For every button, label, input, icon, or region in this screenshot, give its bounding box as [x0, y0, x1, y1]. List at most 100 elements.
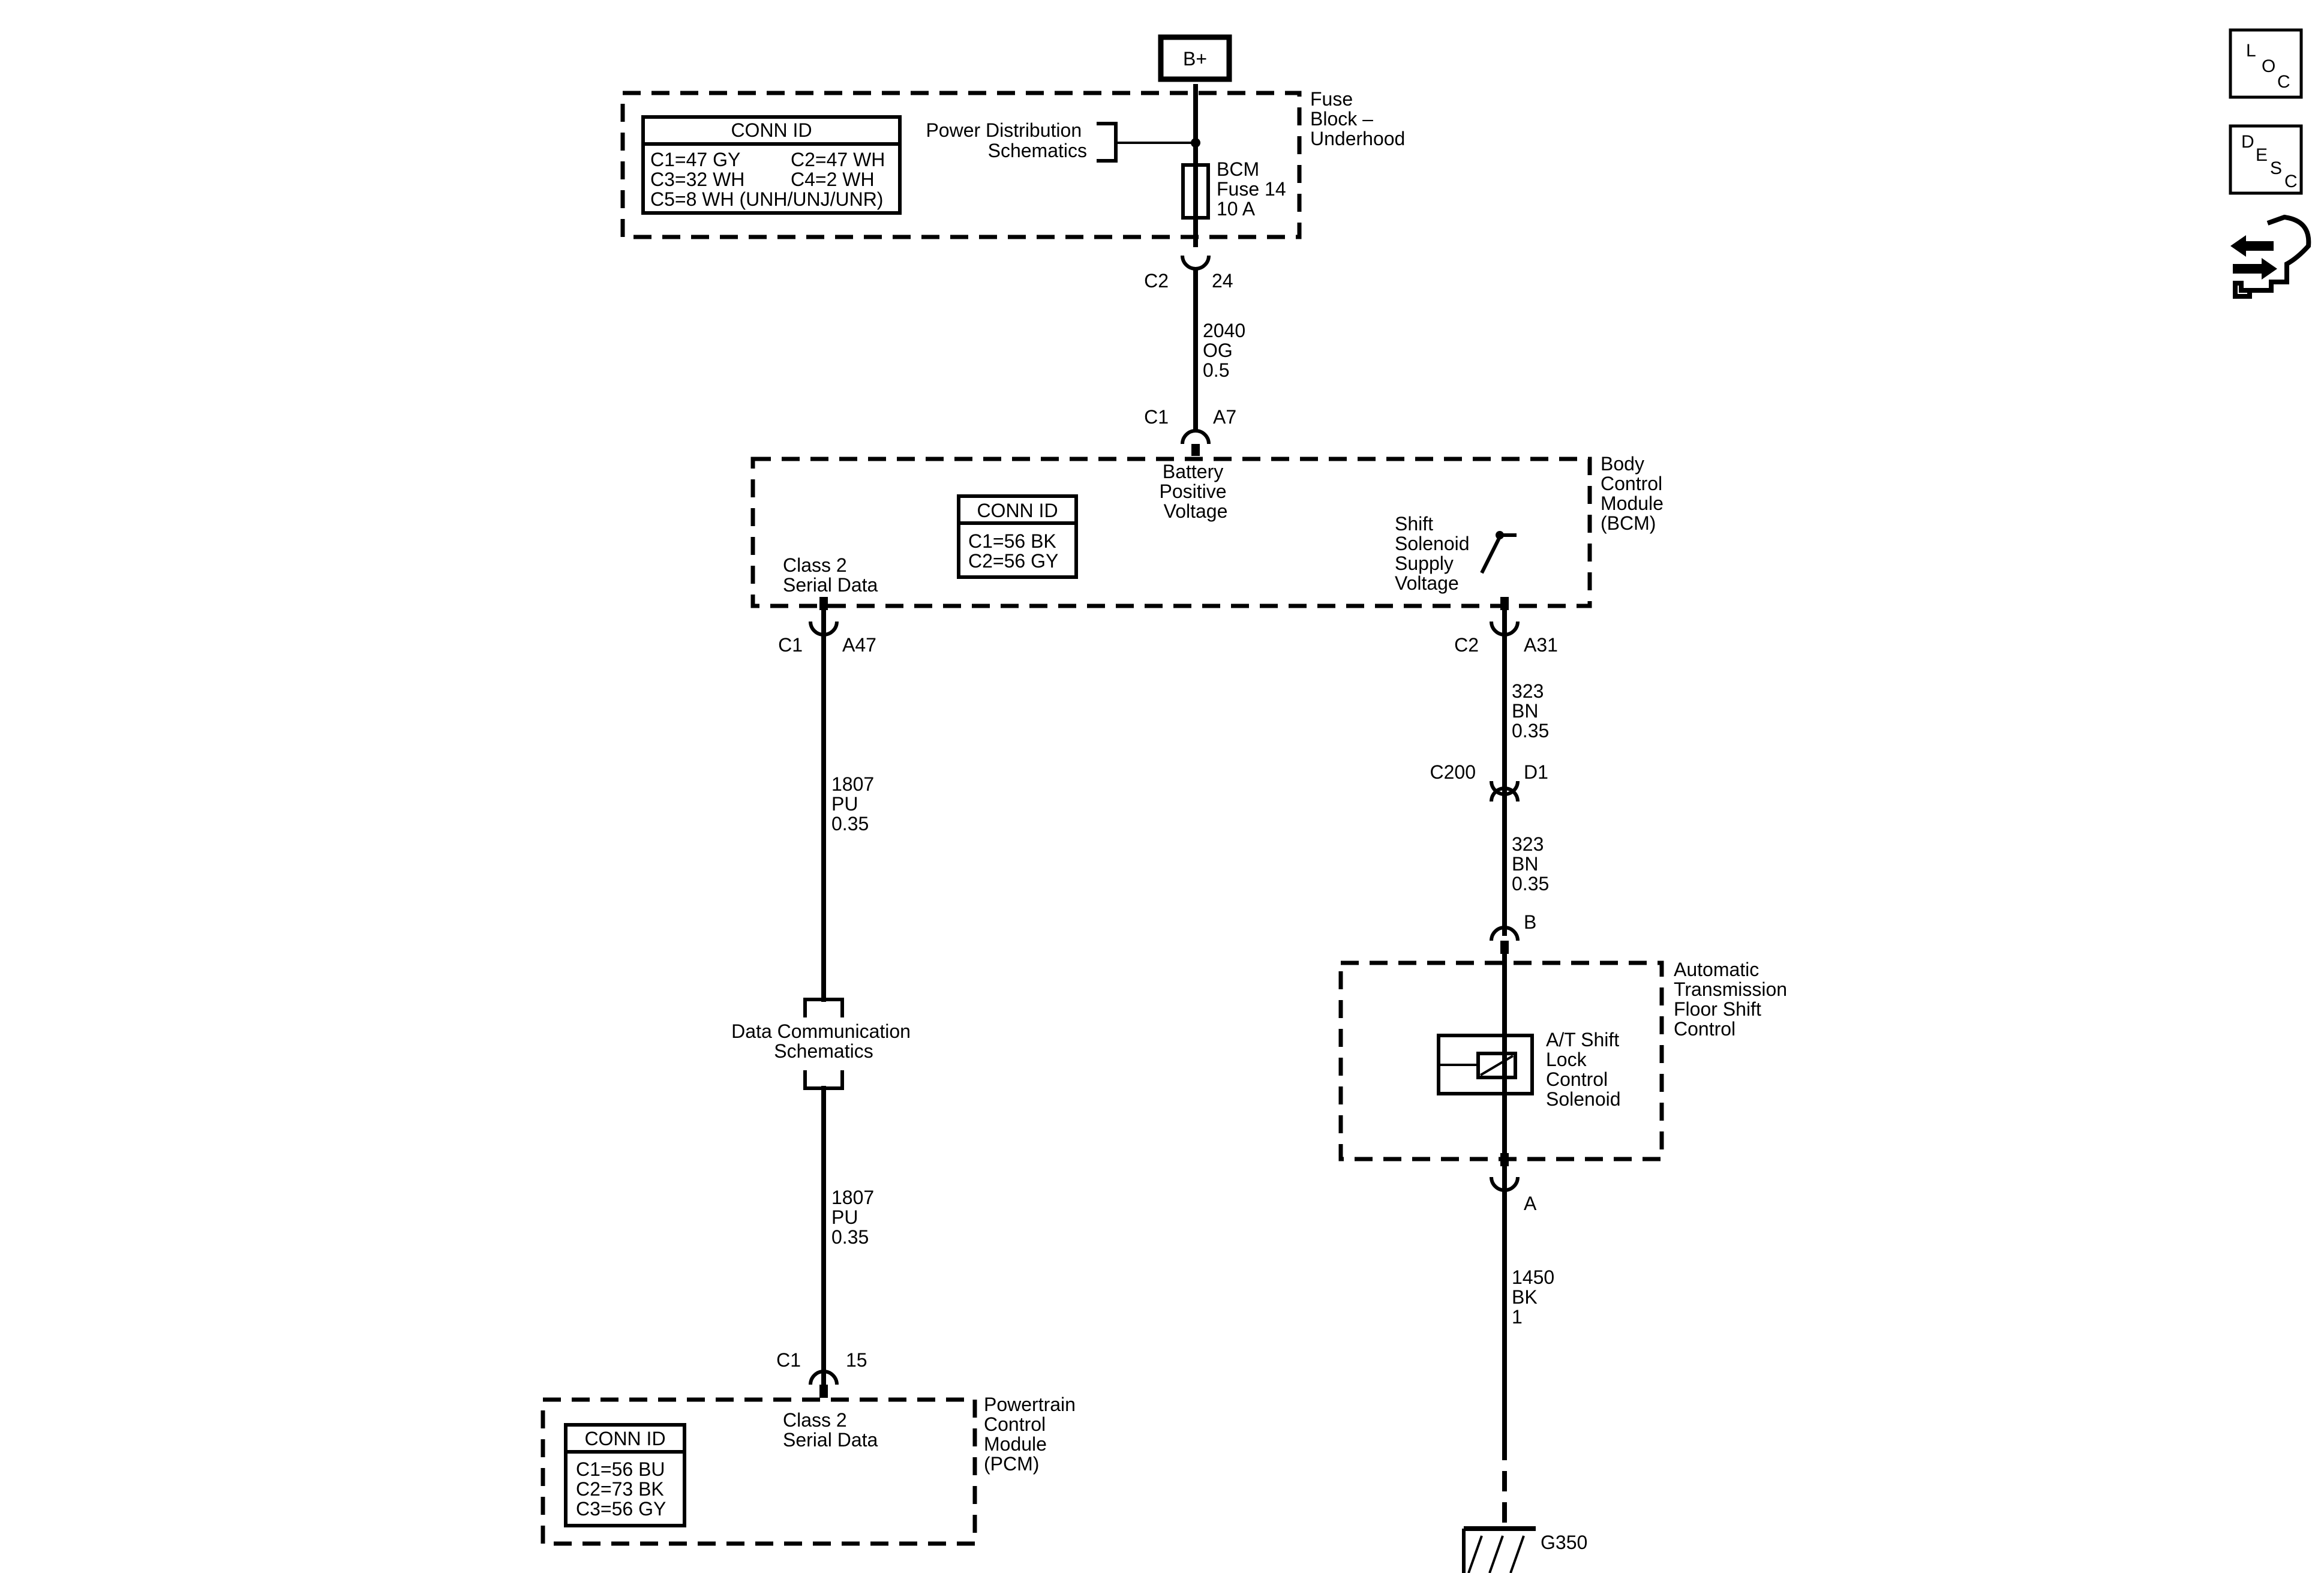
connector-c1-a47-symbol [809, 621, 839, 637]
data-comm-bracket-bottom [803, 1070, 844, 1090]
bcm-conn-id-table: CONN ID C1=56 BK C2=56 GY [957, 494, 1078, 579]
wire-1807-bottom-label: 1807 PU 0.35 [831, 1187, 879, 1248]
connector-c200-right: D1 [1524, 761, 1548, 783]
data-communication-label: Data Communication Schematics [731, 1020, 916, 1062]
conn-id-c4: C4=2 WH [791, 169, 875, 190]
bplus-label: B+ [1183, 48, 1207, 70]
connector-c1-15: C1 15 [776, 1349, 867, 1398]
conn-id-frame [641, 115, 902, 215]
connector-c200-bottom-symbol [1490, 786, 1520, 802]
connector-c2-a31-right: A31 [1524, 634, 1558, 656]
connector-b-label: B [1524, 911, 1536, 933]
wire-323-bottom-label: 323 BN 0.35 [1512, 833, 1549, 894]
automatic-transmission-floor-shift-control: Automatic Transmission Floor Shift Contr… [1338, 959, 1792, 1166]
conn-id-c2: C2=47 WH [791, 149, 885, 170]
desc-letter-s: S [2270, 158, 2282, 178]
connector-b: B [1490, 911, 1536, 954]
bcm-class2-serial-data: Class 2 Serial Data [783, 554, 878, 596]
power-distribution-label: Power Distribution Schematics [926, 119, 1087, 161]
desc-icon-frame [2229, 124, 2303, 195]
pcm-conn-id-title: CONN ID [584, 1428, 665, 1449]
switch-arm [1480, 536, 1502, 574]
power-distribution-bracket [1097, 122, 1118, 163]
solenoid-coil [1476, 1052, 1517, 1079]
conn-id-c1: C1=47 GY [650, 149, 740, 170]
solenoid-coil-diagonal [1479, 1055, 1514, 1076]
bcm-conn-id-title: CONN ID [977, 500, 1058, 521]
connector-c2-24-left: C2 [1144, 270, 1169, 292]
connector-tool-icon[interactable] [2230, 214, 2311, 299]
desc-icon[interactable]: D E S C [2229, 124, 2303, 195]
bcm-conn-id-c2: C2=56 GY [968, 550, 1058, 572]
pcm-conn-id-c3: C3=56 GY [576, 1498, 666, 1520]
connector-c2-a31-symbol [1490, 621, 1520, 637]
connector-b-pin [1500, 941, 1509, 954]
pcm-label: Powertrain Control Module (PCM) [984, 1394, 1081, 1475]
pcm-conn-id-c1: C1=56 BU [576, 1458, 665, 1480]
at-shift-lock-solenoid-label: A/T Shift Lock Control Solenoid [1546, 1029, 1625, 1110]
conn-id-c5: C5=8 WH (UNH/UNJ/UNR) [650, 188, 883, 210]
pcm-outline [541, 1397, 977, 1546]
connector-a-label: A [1524, 1193, 1537, 1214]
connector-c2-24-symbol [1181, 255, 1211, 271]
data-communication-ref[interactable]: Data Communication Schematics [731, 998, 916, 1090]
powertrain-control-module: Powertrain Control Module (PCM) Class 2 … [541, 1394, 1081, 1546]
bcm-conn-id-frame [957, 494, 1078, 579]
ground-hatch-1 [1467, 1535, 1483, 1573]
wires [821, 84, 1507, 1529]
ground-hatch-2 [1488, 1535, 1504, 1573]
wire-1450-label: 1450 BK 1 [1512, 1266, 1560, 1328]
connector-c1-a7: C1 A7 [1144, 406, 1236, 456]
pcm-conn-id-frame [564, 1423, 686, 1527]
bcm-shift-solenoid-supply: Shift Solenoid Supply Voltage [1395, 513, 1475, 594]
connector-c2-a31: C2 A31 [1454, 621, 1558, 656]
bplus-box [1158, 34, 1232, 82]
connector-c2-24-right: 24 [1212, 270, 1233, 292]
at-pin-a [1500, 1153, 1509, 1166]
at-control-outline [1338, 960, 1664, 1161]
bcm-outline [750, 457, 1592, 608]
connector-c1-15-pin [819, 1385, 828, 1398]
conn-id-c3: C3=32 WH [650, 169, 744, 190]
connector-b-symbol [1490, 926, 1520, 941]
connector-c1-15-symbol [809, 1370, 839, 1385]
bcm-pin-a31 [1500, 597, 1509, 610]
pcm-conn-id-table: CONN ID C1=56 BU C2=73 BK C3=56 GY [564, 1423, 686, 1527]
bcm-battery-positive-voltage: Battery Positive Voltage [1160, 461, 1232, 522]
desc-letter-e: E [2256, 145, 2268, 165]
fuse-label: BCM Fuse 14 10 A [1217, 158, 1292, 220]
loc-icon[interactable]: L O C [2229, 28, 2303, 99]
connector-c200-d1: C200 D1 [1430, 761, 1548, 802]
pcm-conn-id-c2: C2=73 BK [576, 1478, 664, 1500]
connector-c1-15-right: 15 [846, 1349, 867, 1371]
loc-letter-l: L [2246, 41, 2256, 61]
bcm-label: Body Control Module (BCM) [1601, 453, 1669, 534]
desc-letter-c: C [2284, 172, 2298, 191]
connector-c1-a47-left: C1 [778, 634, 803, 656]
connector-a-symbol [1490, 1176, 1520, 1192]
splice-dot [1191, 138, 1200, 148]
connector-c1-a7-pin [1191, 444, 1200, 456]
bcm-pin-a47 [819, 597, 828, 610]
data-comm-bracket-top [803, 998, 844, 1017]
fuse-block-underhood: Fuse Block – Underhood CONN ID C1=47 GY … [620, 88, 1405, 239]
tool-body [2233, 214, 2311, 299]
wire-2040-label: 2040 OG 0.5 [1203, 320, 1251, 381]
connector-c2-a31-left: C2 [1454, 634, 1479, 656]
connector-c200-top-symbol [1490, 781, 1520, 796]
connector-c1-15-left: C1 [776, 1349, 801, 1371]
at-control-label: Automatic Transmission Floor Shift Contr… [1674, 959, 1792, 1040]
connector-c1-a47: C1 A47 [778, 621, 876, 656]
connector-c1-a47-right: A47 [842, 634, 876, 656]
conn-id-title: CONN ID [731, 119, 812, 141]
power-distribution-ref[interactable]: Power Distribution Schematics [926, 119, 1118, 163]
ground-hatch-3 [1509, 1535, 1525, 1573]
connector-c1-a7-symbol [1181, 429, 1211, 445]
ground-g350: G350 [1462, 1526, 1587, 1573]
connector-c1-a7-left: C1 [1144, 406, 1169, 428]
loc-letter-o: O [2262, 56, 2275, 76]
wire-323-top-label: 323 BN 0.35 [1512, 680, 1549, 742]
fuse-block-outline [620, 91, 1302, 239]
pcm-class2-serial-data: Class 2 Serial Data [783, 1409, 878, 1451]
